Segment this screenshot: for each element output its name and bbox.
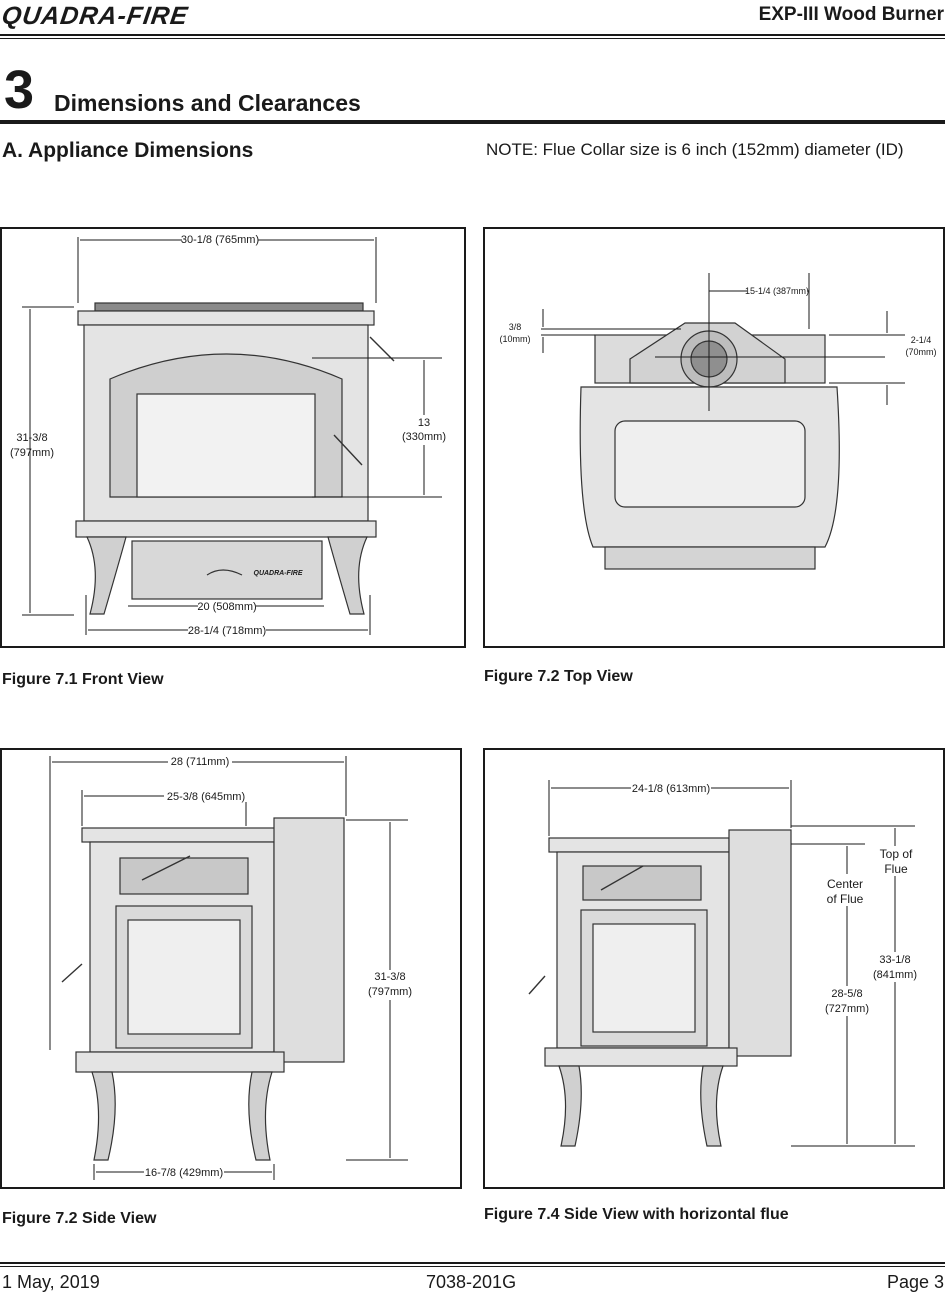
flue-depth-dim: 24-1/8 (613mm) [632, 783, 710, 795]
footer-rule [0, 1262, 945, 1264]
section-title: A. Appliance Dimensions [2, 139, 254, 162]
side-legs-dim: 16-7/8 (429mm) [145, 1167, 223, 1179]
flue-center-label: Center [827, 877, 863, 891]
footer-page: Page 3 [886, 1272, 944, 1292]
top-right-dim: 2-1/4 [911, 335, 932, 345]
footer-rule-thin [0, 1266, 945, 1267]
chapter-rule [0, 120, 945, 124]
chapter-title: Dimensions and Clearances [54, 90, 361, 116]
flue-top-label: Top of [880, 847, 913, 861]
flue-center-dim: 28-5/8 [831, 988, 862, 1000]
front-width-dim: 30-1/8 (765mm) [181, 234, 259, 246]
side-height-dim-mm: (797mm) [368, 986, 412, 998]
caption-front-view: Figure 7.1 Front View [2, 671, 164, 688]
caption-side-view: Figure 7.2 Side View [2, 1210, 157, 1227]
side-flue-drawing: 24-1/8 (613mm) Center of Flue Top of Flu… [528, 780, 919, 1147]
side-overall-dim: 28 (711mm) [171, 756, 229, 768]
figure-top-view: 15-1/4 (387mm) 3/8 (10mm) 2-1/4 (70mm) [483, 227, 945, 648]
brand-logo: QUADRA-FIRE [0, 2, 190, 30]
top-collar-dim: 15-1/4 (387mm) [745, 286, 809, 296]
figure-side-view-flue: 24-1/8 (613mm) Center of Flue Top of Flu… [483, 748, 945, 1189]
side-view-drawing: 28 (711mm) 25-3/8 (645mm) 31-3/8 (797mm)… [49, 756, 414, 1180]
top-left-dim-mm: (10mm) [500, 334, 531, 344]
flue-center-dim-mm: (727mm) [825, 1003, 869, 1015]
header-rule [0, 34, 945, 36]
footer-date: 1 May, 2019 [2, 1272, 100, 1292]
flue-top-label-b: Flue [884, 862, 908, 876]
figure-front-view: 30-1/8 (765mm) 31-3/8 (797mm) 13 (330mm)… [0, 227, 466, 648]
front-height-dim-mm: (797mm) [10, 447, 54, 459]
product-name: EXP-III Wood Burner [758, 4, 944, 25]
top-view-drawing: 15-1/4 (387mm) 3/8 (10mm) 2-1/4 (70mm) [500, 273, 937, 570]
header-rule-thin [0, 38, 945, 39]
caption-top-view: Figure 7.2 Top View [484, 668, 633, 685]
front-base-dim: 28-1/4 (718mm) [188, 625, 266, 637]
top-left-dim: 3/8 [509, 322, 522, 332]
side-height-dim: 31-3/8 [374, 971, 405, 983]
front-view-drawing: 30-1/8 (765mm) 31-3/8 (797mm) 13 (330mm)… [10, 234, 448, 637]
chapter-number: 3 [4, 60, 35, 120]
side-body-dim: 25-3/8 (645mm) [167, 791, 245, 803]
front-height-dim: 31-3/8 [16, 432, 47, 444]
front-badge: QUADRA-FIRE [254, 570, 303, 577]
front-legs-dim: 20 (508mm) [197, 601, 256, 613]
top-right-dim-mm: (70mm) [906, 347, 937, 357]
front-door-dim: 13 [418, 417, 430, 429]
flue-note: NOTE: Flue Collar size is 6 inch (152mm)… [486, 140, 904, 159]
flue-top-dim-mm: (841mm) [873, 969, 917, 981]
figure-side-view: 28 (711mm) 25-3/8 (645mm) 31-3/8 (797mm)… [0, 748, 462, 1189]
footer-doc-number: 7038-201G [426, 1272, 517, 1292]
flue-center-label-b: of Flue [827, 892, 864, 906]
front-door-dim-mm: (330mm) [402, 431, 446, 443]
caption-side-view-flue: Figure 7.4 Side View with horizontal flu… [484, 1206, 789, 1223]
flue-top-dim: 33-1/8 [879, 954, 910, 966]
